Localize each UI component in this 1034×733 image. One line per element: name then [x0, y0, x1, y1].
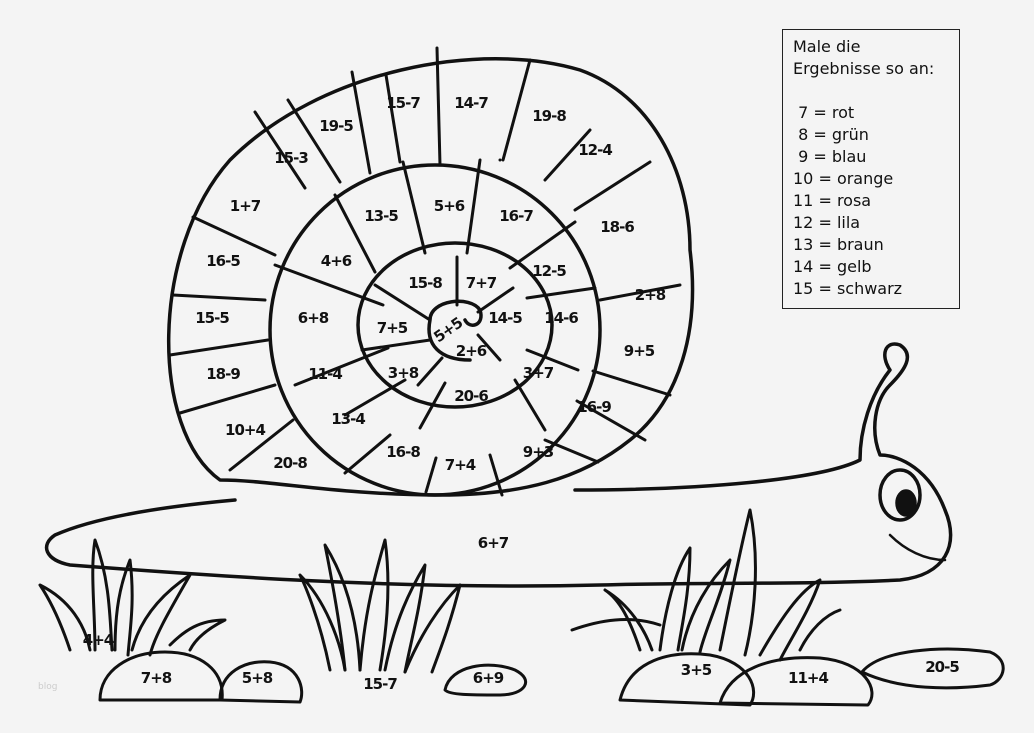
shell-segment-label: 4+6 — [320, 252, 352, 270]
shell-segment-label: 15-3 — [274, 149, 309, 167]
shell-segment-label: 9+5 — [623, 342, 655, 360]
shell-segment-label: 3+8 — [387, 364, 419, 382]
grass — [38, 508, 842, 674]
legend-item: 11 = rosa — [793, 191, 872, 210]
color-legend: Male die Ergebnisse so an: 7 = rot 8 = g… — [782, 29, 960, 309]
legend-item: 13 = braun — [793, 235, 884, 254]
shell-segment-label: 11-4 — [308, 365, 343, 383]
grass-label: 4+4 — [82, 631, 114, 649]
shell-segment-label: 18-6 — [600, 218, 635, 236]
legend-item: 15 = schwarz — [793, 279, 903, 298]
stone-label: 5+8 — [241, 669, 273, 687]
shell-segment-label: 12-5 — [532, 262, 567, 280]
legend-item: 12 = lila — [793, 213, 861, 232]
shell-segment-label: 2+8 — [634, 286, 666, 304]
legend-item: 7 = rot — [798, 103, 855, 122]
snail-eye — [878, 468, 922, 522]
shell-segment-label: 16-8 — [386, 443, 421, 461]
snail-body — [44, 342, 953, 588]
shell-segment-label: 14-6 — [544, 309, 579, 327]
shell-segment-label: 15-5 — [195, 309, 230, 327]
shell-segment-label: 7+7 — [465, 274, 497, 292]
shell-segment-label: 20-8 — [273, 454, 308, 472]
legend-title-line1: Male die — [793, 37, 861, 56]
legend-item: 8 = grün — [798, 125, 869, 144]
body-label: 6+7 — [477, 534, 509, 552]
shell-segment-label: 12-4 — [578, 141, 613, 159]
shell-segment-label: 9+3 — [522, 443, 554, 461]
shell-segment-label: 18-9 — [206, 365, 241, 383]
stones — [98, 647, 1005, 707]
shell-segment-label: 13-4 — [331, 410, 366, 428]
legend-item: 14 = gelb — [793, 257, 872, 276]
shell-segment-label: 6+8 — [297, 309, 329, 327]
shell-segment-label: 14-7 — [454, 94, 489, 112]
stone-label: 20-5 — [925, 658, 960, 676]
shell-segment-label: 2+6 — [455, 342, 487, 360]
shell-segment-label: 5+6 — [433, 197, 465, 215]
legend-item: 9 = blau — [798, 147, 867, 166]
shell-segment-label: 19-8 — [532, 107, 567, 125]
legend-title-line2: Ergebnisse so an: — [793, 59, 935, 78]
shell-segment-label: 15-8 — [408, 274, 443, 292]
shell-segment-label: 13-5 — [364, 207, 399, 225]
shell-segment-label: 19-5 — [319, 117, 354, 135]
stone-label: 11+4 — [788, 669, 829, 687]
shell-segment-label: 7+4 — [444, 456, 476, 474]
watermark: blog — [38, 682, 58, 692]
shell-segment-label: 14-5 — [488, 309, 523, 327]
shell-segment-label: 16-9 — [577, 398, 612, 416]
stone-label: 3+5 — [680, 661, 712, 679]
shell-segment-label: 7+5 — [376, 319, 408, 337]
grass-label: 15-7 — [363, 675, 398, 693]
stone-label: 7+8 — [140, 669, 172, 687]
shell-segment-label: 15-7 — [386, 94, 421, 112]
legend-item: 10 = orange — [793, 169, 894, 188]
stone-label: 6+9 — [472, 669, 504, 687]
shell-segment-label: 3+7 — [522, 364, 554, 382]
shell-segment-label: 16-7 — [499, 207, 534, 225]
shell-segment-label: 10+4 — [225, 421, 266, 439]
shell-segment-label: 20-6 — [454, 387, 489, 405]
shell-segment-label: 1+7 — [229, 197, 261, 215]
shell-segment-label: 16-5 — [206, 252, 241, 270]
